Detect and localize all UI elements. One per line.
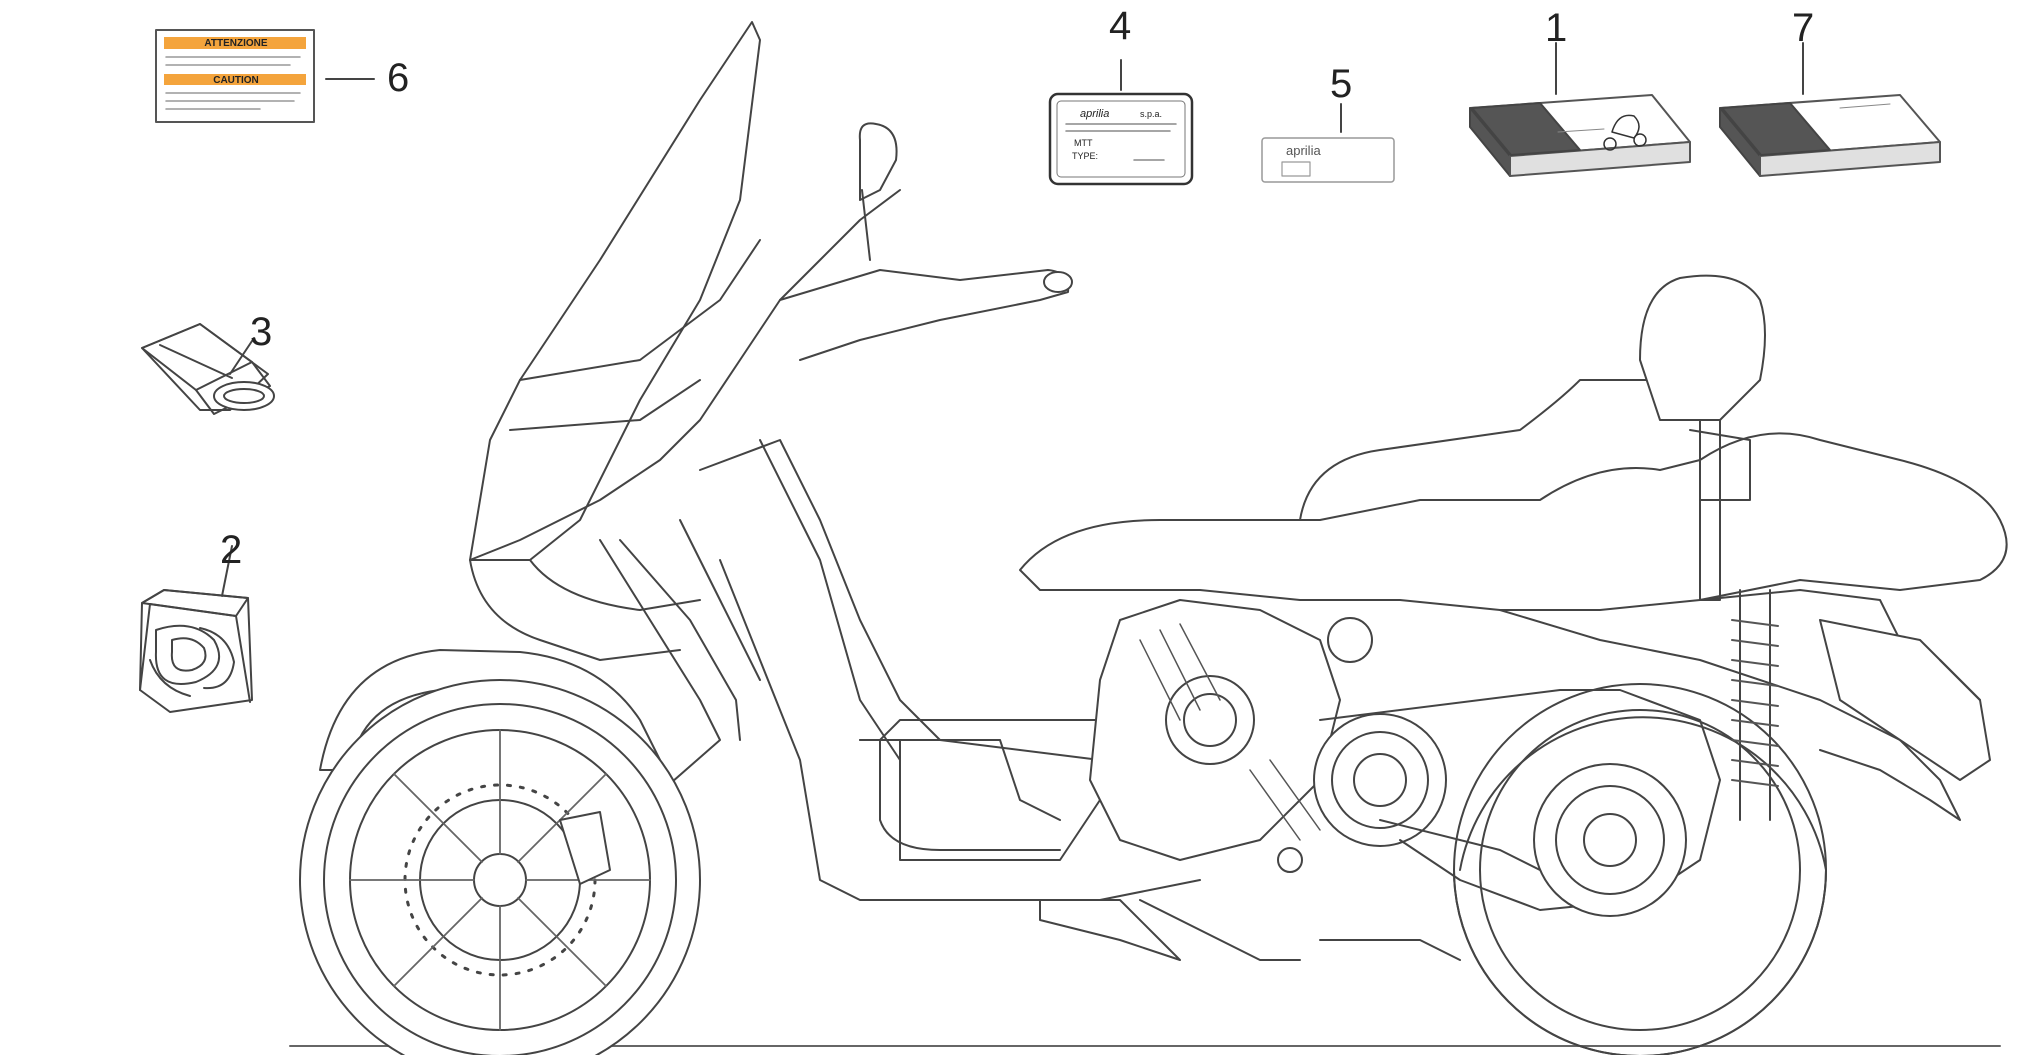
part-label-texts: ATTENZIONE CAUTION aprilia s.p.a. MTT TY… xyxy=(204,38,1321,161)
callout-2: 2 xyxy=(220,528,243,572)
warning-label-graphic xyxy=(155,29,375,123)
callout-4: 4 xyxy=(1109,4,1132,48)
warning-title-text: ATTENZIONE xyxy=(204,38,267,49)
scooter-drawing xyxy=(299,21,2008,1060)
identification-plate-graphic xyxy=(1048,59,1194,186)
callout-3: 3 xyxy=(250,310,273,354)
tool-pouch-graphic xyxy=(141,323,275,415)
tool-kit-graphic xyxy=(139,545,253,713)
plate-sa-text: s.p.a. xyxy=(1140,109,1162,119)
engine-block xyxy=(1089,599,1447,873)
callout-5: 5 xyxy=(1330,62,1353,106)
warning-sub-text: CAUTION xyxy=(213,75,259,86)
plate-mtt-text: MTT xyxy=(1074,138,1093,148)
rear-shock xyxy=(1731,589,1779,821)
callout-6: 6 xyxy=(387,56,410,100)
plate-type-text: TYPE: xyxy=(1072,151,1098,161)
brand-plate-graphic xyxy=(1261,103,1395,183)
callout-1: 1 xyxy=(1545,6,1568,50)
brand-plate-text: aprilia xyxy=(1286,143,1321,158)
plate-brand-text: aprilia xyxy=(1080,108,1109,120)
callout-7: 7 xyxy=(1792,6,1815,50)
service-book-graphic xyxy=(1719,42,1941,177)
owner-manual-graphic xyxy=(1469,42,1691,177)
